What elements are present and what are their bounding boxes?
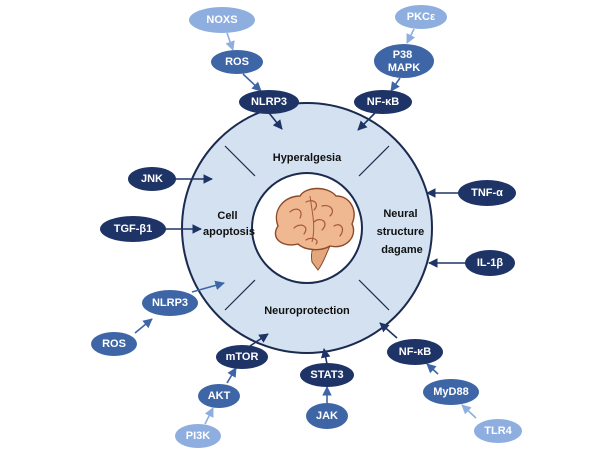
arrow-nlrp3-ring-left [191, 280, 225, 293]
node-stat3: STAT3 [300, 363, 354, 387]
node-tgf-label: TGF-β1 [114, 223, 153, 235]
node-p38-shape [374, 44, 434, 78]
node-pi3k-shape [175, 424, 221, 448]
node-noxs-shape [189, 7, 255, 33]
node-il1b-shape [465, 250, 515, 276]
arrow-ros-nlrp3 [242, 73, 262, 92]
node-ros-top-shape [211, 50, 263, 74]
node-ros-left-shape [91, 332, 137, 356]
node-p38: P38 MAPK [374, 44, 434, 78]
cell-apoptosis-line-1: Cell [217, 210, 237, 222]
neural-structure-line-2: structure [377, 226, 425, 238]
node-akt: AKT [198, 384, 240, 408]
node-jak: JAK [306, 403, 348, 429]
node-ros-left-label: ROS [102, 338, 126, 350]
node-pi3k: PI3K [175, 424, 221, 448]
node-tlr4-label: TLR4 [484, 425, 512, 437]
brain-icon [274, 187, 355, 271]
node-tlr4: TLR4 [474, 419, 522, 443]
node-akt-label: AKT [208, 390, 231, 402]
node-ros-top: ROS [211, 50, 263, 74]
cell-apoptosis-line-2: apoptosis [203, 226, 255, 238]
node-pkce: PKCε [395, 5, 447, 29]
segment-label-hyperalgesia: Hyperalgesia [273, 152, 342, 164]
node-p38-label-line-1: P38 [393, 49, 413, 61]
node-myd88-shape [423, 379, 479, 405]
arrow-nfkb-ring [357, 112, 376, 131]
node-tlr4-shape [474, 419, 522, 443]
node-myd88: MyD88 [423, 379, 479, 405]
node-jnk-label: JNK [141, 173, 163, 185]
arrow-tlr4-myd88 [461, 404, 477, 419]
segment-label-cell-apoptosis: Cell apoptosis [203, 210, 255, 238]
arrows [134, 28, 477, 425]
nodes: NOXS ROS NLRP3 PKCε P38 MAPK NF-κB JNK [91, 5, 522, 448]
node-nlrp3-left-shape [142, 290, 198, 316]
arrow-nlrp3-ring [268, 112, 283, 130]
node-il1b-label: IL-1β [477, 257, 504, 269]
node-nfkb-top-shape [354, 90, 412, 114]
node-pi3k-label: PI3K [186, 430, 211, 442]
arrow-ros-nlrp3-left [134, 318, 153, 334]
node-nfkb-bot: NF-κB [387, 339, 443, 365]
node-mtor: mTOR [216, 345, 268, 369]
arrow-pkce-p38 [406, 28, 416, 44]
node-mtor-shape [216, 345, 268, 369]
node-mtor-label: mTOR [226, 351, 259, 363]
node-akt-shape [198, 384, 240, 408]
node-jak-label: JAK [316, 410, 338, 422]
arrow-pi3k-akt [204, 407, 214, 425]
node-nlrp3-top-shape [239, 90, 299, 114]
node-nlrp3-left: NLRP3 [142, 290, 198, 316]
node-tnf-shape [458, 180, 516, 206]
node-nlrp3-top: NLRP3 [239, 90, 299, 114]
node-nlrp3-top-label: NLRP3 [251, 96, 287, 108]
divider-bottom-left [224, 279, 256, 311]
node-ros-left: ROS [91, 332, 137, 356]
divider-top-left [224, 145, 256, 177]
arrow-stat3-ring [320, 348, 331, 365]
node-pkce-label: PKCε [407, 11, 436, 23]
arrow-nfkb-ring-bottom [379, 322, 398, 339]
node-ros-top-label: ROS [225, 56, 249, 68]
central-ring: Hyperalgesia Neuroprotection Cell apopto… [181, 102, 433, 354]
node-noxs-label: NOXS [206, 14, 237, 26]
node-jnk-shape [128, 167, 176, 191]
node-il1b: IL-1β [465, 250, 515, 276]
node-p38-label: P38 MAPK [388, 49, 420, 74]
segment-label-neuroprotection: Neuroprotection [264, 305, 350, 317]
node-nlrp3-left-label: NLRP3 [152, 297, 188, 309]
node-nfkb-top: NF-κB [354, 90, 412, 114]
node-nfkb-bot-label: NF-κB [399, 346, 431, 358]
node-tnf: TNF-α [458, 180, 516, 206]
node-myd88-label: MyD88 [433, 386, 468, 398]
node-tgf: TGF-β1 [100, 216, 166, 242]
divider-bottom-right [358, 279, 390, 311]
neural-structure-line-1: Neural [383, 208, 417, 220]
node-nfkb-bot-shape [387, 339, 443, 365]
node-tnf-label: TNF-α [471, 187, 503, 199]
node-p38-label-line-2: MAPK [388, 62, 420, 74]
node-jak-shape [306, 403, 348, 429]
node-noxs: NOXS [189, 7, 255, 33]
arrow-akt-mtor [226, 367, 237, 384]
node-jnk: JNK [128, 167, 176, 191]
neural-structure-line-3: dagame [381, 244, 423, 256]
arrow-p38-nfkb [390, 77, 401, 92]
node-nfkb-top-label: NF-κB [367, 96, 399, 108]
segment-label-neural-structure-damage: Neural structure dagame [377, 208, 428, 256]
arrow-noxs-ros [225, 32, 235, 51]
arrow-myd88-nfkb [426, 363, 439, 375]
arrow-mtor-ring [249, 333, 269, 347]
node-stat3-shape [300, 363, 354, 387]
node-tgf-shape [100, 216, 166, 242]
divider-top-right [358, 145, 390, 177]
node-pkce-shape [395, 5, 447, 29]
node-stat3-label: STAT3 [310, 369, 343, 381]
